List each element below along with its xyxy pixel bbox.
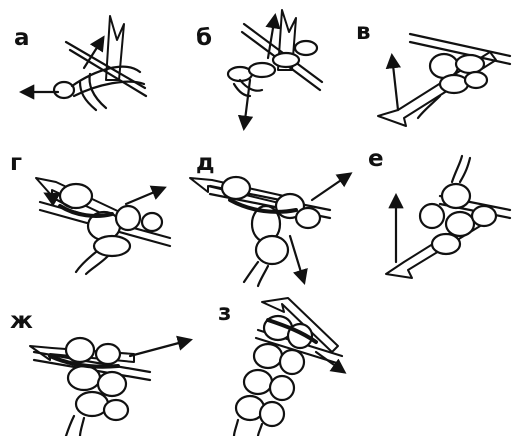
arrows-d xyxy=(290,174,350,282)
panel-a: а xyxy=(14,16,146,110)
panel-label-z: з xyxy=(218,300,231,326)
arrows-v xyxy=(392,56,398,110)
yarn-b xyxy=(228,24,322,96)
panel-label-a: а xyxy=(14,25,30,51)
panel-label-e: е xyxy=(368,146,384,172)
yarn-e xyxy=(420,156,510,254)
panel-label-zh: ж xyxy=(10,308,33,334)
panel-label-v: в xyxy=(356,19,371,45)
panel-g: г xyxy=(10,150,170,274)
arrows-zh xyxy=(130,340,190,356)
panel-label-b: б xyxy=(196,25,212,51)
panel-label-g: г xyxy=(10,150,22,176)
panel-b: б xyxy=(196,10,322,128)
panel-d: д xyxy=(190,150,350,286)
panel-z: з xyxy=(218,298,344,436)
panel-zh: ж xyxy=(10,308,190,436)
panel-e: е xyxy=(368,146,510,278)
yarn-g xyxy=(40,184,170,274)
yarn-a xyxy=(54,42,146,110)
panel-label-d: д xyxy=(196,150,215,176)
panel-v: в xyxy=(356,19,510,126)
